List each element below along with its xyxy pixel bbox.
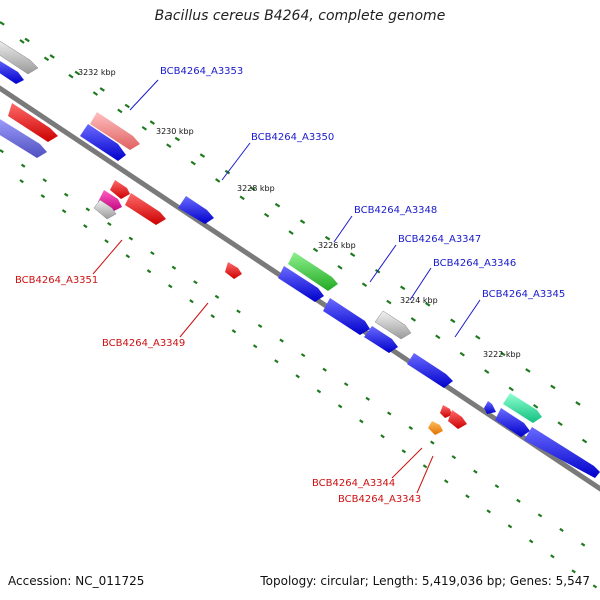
gene-feature-blue-7[interactable]	[495, 408, 530, 437]
gene-label-a3349[interactable]: BCB4264_A3349	[102, 338, 185, 349]
gene-feature-red-5[interactable]	[440, 405, 452, 418]
scale-label-3222: 3222 kbp	[483, 350, 521, 359]
gene-feature-blue-small[interactable]	[484, 401, 496, 414]
gene-feature-blue-6[interactable]	[407, 353, 453, 388]
gene-leader-lines	[92, 79, 481, 494]
gene-feature-green[interactable]	[288, 252, 338, 291]
reverse-strand-genes[interactable]	[0, 103, 467, 435]
gene-label-a3346[interactable]: BCB4264_A3346	[433, 258, 516, 269]
tick-row-outer-near	[19, 39, 600, 453]
scale-labels: 3232 kbp 3230 kbp 3228 kbp 3226 kbp 3224…	[78, 68, 521, 359]
scale-label-3224: 3224 kbp	[400, 296, 438, 305]
gene-feature-blue-4[interactable]	[323, 298, 370, 335]
gene-feature-red-2[interactable]	[110, 180, 130, 199]
gene-label-a3350[interactable]: BCB4264_A3350	[251, 132, 334, 143]
gene-feature-blue-8[interactable]	[524, 427, 600, 478]
gene-label-a3343[interactable]: BCB4264_A3343	[338, 494, 421, 505]
gene-feature-blue-2[interactable]	[178, 196, 214, 224]
gene-feature-gray-small[interactable]	[93, 199, 117, 220]
scale-label-3232: 3232 kbp	[78, 68, 116, 77]
gene-feature-purple[interactable]	[0, 116, 47, 158]
gene-labels-reverse[interactable]: BCB4264_A3351 BCB4264_A3349 BCB4264_A334…	[15, 275, 421, 505]
tick-row-inner-far	[19, 179, 600, 591]
accession-text: Accession: NC_011725	[8, 574, 145, 588]
gene-feature-red-1[interactable]	[8, 103, 58, 142]
scale-label-3226: 3226 kbp	[318, 241, 356, 250]
gene-label-a3345[interactable]: BCB4264_A3345	[482, 289, 565, 300]
genome-summary-text: Topology: circular; Length: 5,419,036 bp…	[260, 574, 590, 588]
gene-feature-red-6[interactable]	[448, 410, 467, 429]
gene-labels-forward[interactable]: BCB4264_A3353 BCB4264_A3350 BCB4264_A334…	[160, 66, 565, 300]
gene-feature-teal[interactable]	[503, 393, 542, 423]
forward-strand-genes[interactable]	[0, 38, 600, 478]
gene-feature-gray-top[interactable]	[0, 38, 39, 75]
gene-feature-red-3[interactable]	[125, 193, 166, 225]
gene-feature-blue-3[interactable]	[278, 266, 324, 302]
gene-feature-blue-topleft[interactable]	[0, 58, 24, 84]
gene-label-a3344[interactable]: BCB4264_A3344	[312, 478, 395, 489]
gene-feature-red-4[interactable]	[225, 262, 242, 279]
gene-label-a3351[interactable]: BCB4264_A3351	[15, 275, 98, 286]
gene-feature-orange[interactable]	[428, 421, 443, 435]
gene-label-a3348[interactable]: BCB4264_A3348	[354, 205, 437, 216]
scale-label-3228: 3228 kbp	[237, 184, 275, 193]
map-title: Bacillus cereus B4264, complete genome	[154, 8, 446, 24]
gene-feature-magenta[interactable]	[98, 190, 122, 212]
gene-label-a3347[interactable]: BCB4264_A3347	[398, 234, 481, 245]
gene-feature-blue-1[interactable]	[80, 124, 126, 161]
scale-label-3230: 3230 kbp	[156, 127, 194, 136]
gene-feature-blue-5[interactable]	[364, 326, 398, 353]
gene-feature-gray-mid[interactable]	[374, 310, 412, 340]
gene-label-a3353[interactable]: BCB4264_A3353	[160, 66, 243, 77]
gene-feature-pink[interactable]	[90, 112, 140, 150]
